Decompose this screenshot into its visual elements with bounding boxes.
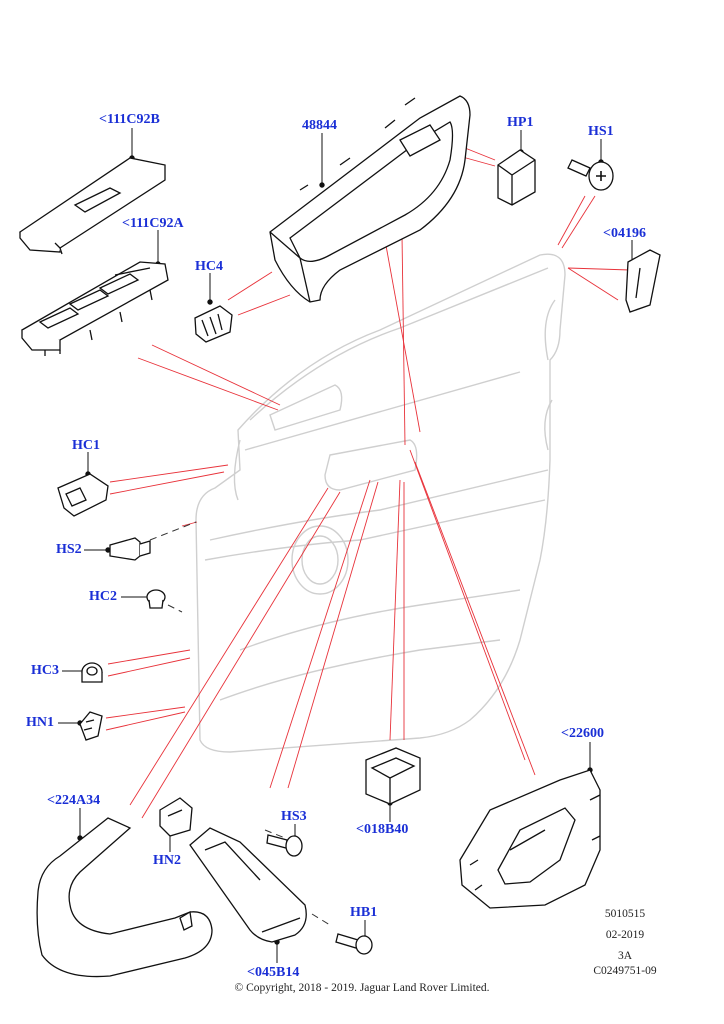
illustration-revision: 3A — [617, 950, 633, 962]
label-hs2[interactable]: HS2 — [56, 542, 82, 557]
part-hp1-plug — [497, 149, 536, 206]
label-018b40[interactable]: <018B40 — [356, 822, 409, 837]
part-hs2-push-pin — [109, 537, 151, 561]
part-22600-door-handle — [459, 769, 601, 909]
label-22600[interactable]: <22600 — [561, 726, 604, 741]
part-04196-clip — [625, 249, 661, 313]
illustration-date: 02-2019 — [605, 929, 645, 941]
door-panel-outline — [195, 253, 566, 753]
label-04196[interactable]: <04196 — [603, 226, 646, 241]
part-hs3-screw — [266, 834, 303, 857]
label-hc2[interactable]: HC2 — [89, 589, 117, 604]
illustration-reference: C0249751-09 — [593, 965, 657, 977]
leader-lines — [105, 129, 631, 819]
part-018b40-switch — [365, 747, 421, 805]
part-hc4-clip — [194, 305, 233, 343]
label-hb1[interactable]: HB1 — [350, 905, 378, 920]
label-111c92b[interactable]: <111C92B — [99, 112, 160, 127]
part-045b14-pull-cup — [189, 827, 307, 943]
dashed-leaders — [149, 521, 331, 926]
copyright-notice: © Copyright, 2018 - 2019. Jaguar Land Ro… — [234, 982, 490, 994]
label-hn2[interactable]: HN2 — [153, 853, 181, 868]
label-hn1[interactable]: HN1 — [26, 715, 54, 730]
part-hc3-clip — [81, 662, 103, 683]
part-111c92a-switch-pack — [21, 261, 169, 356]
label-045b14[interactable]: <045B14 — [247, 965, 300, 980]
illustration-code: 5010515 — [604, 908, 646, 920]
label-hc3[interactable]: HC3 — [31, 663, 59, 678]
part-hs1-screw — [567, 159, 614, 191]
label-hc1[interactable]: HC1 — [72, 438, 100, 453]
part-224a34-grab-handle — [36, 817, 213, 978]
label-hs1[interactable]: HS1 — [588, 124, 614, 139]
label-hp1[interactable]: HP1 — [507, 115, 534, 130]
part-111c92b-switch-bezel — [19, 157, 166, 255]
part-hb1-bolt — [335, 933, 373, 955]
part-48844-trim-frame — [269, 95, 471, 303]
part-hn2-clip — [159, 797, 193, 837]
part-hc2-clip — [146, 589, 166, 609]
label-hs3[interactable]: HS3 — [281, 809, 307, 824]
part-hc1-bracket — [57, 473, 109, 517]
label-hc4[interactable]: HC4 — [195, 259, 223, 274]
label-111c92a[interactable]: <111C92A — [122, 216, 184, 231]
part-hn1-nut — [79, 711, 103, 741]
label-224a34[interactable]: <224A34 — [47, 793, 101, 808]
label-48844[interactable]: 48844 — [302, 118, 337, 133]
